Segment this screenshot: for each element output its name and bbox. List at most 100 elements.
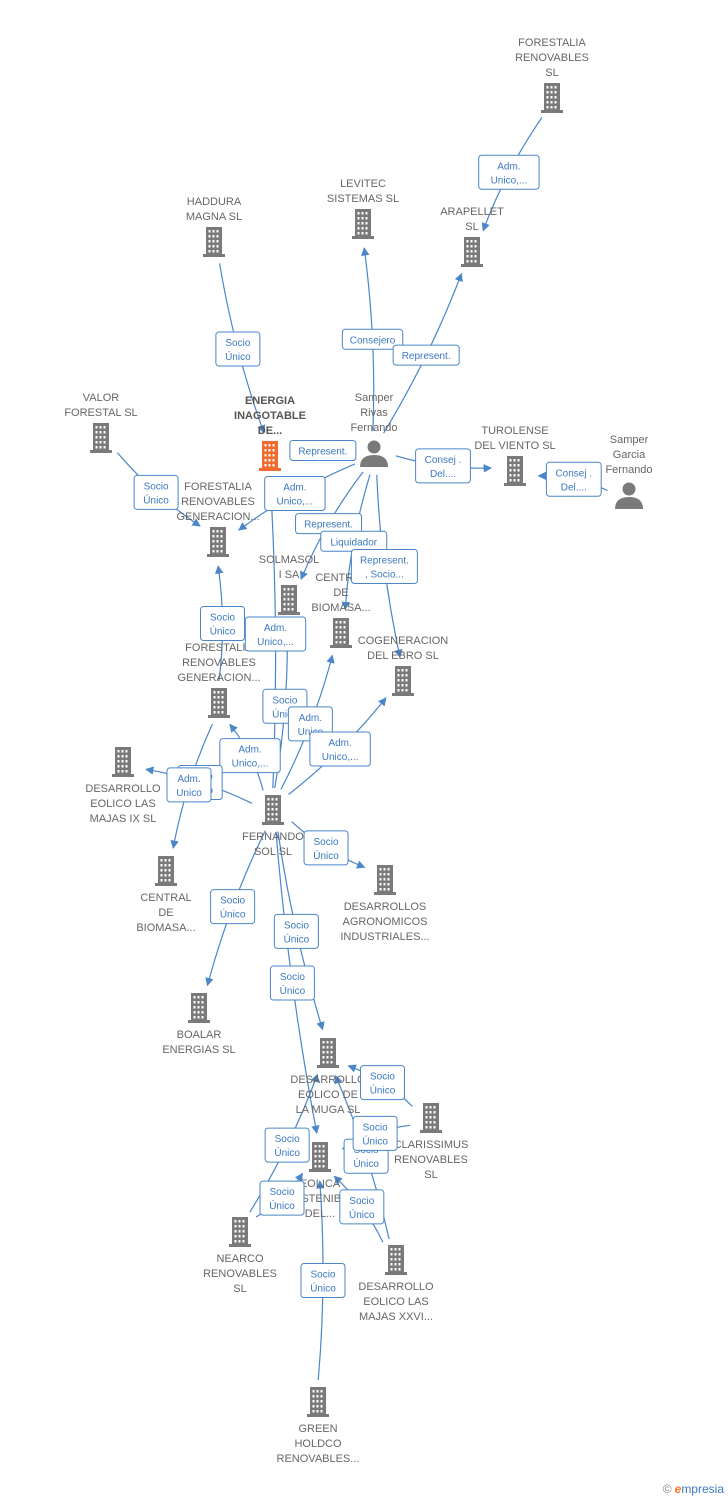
relation-label[interactable]: Represent. xyxy=(392,344,460,366)
node-label-line: I SA xyxy=(279,569,300,581)
relation-label[interactable]: Represent. xyxy=(289,439,357,461)
node-label-line: SISTEMAS SL xyxy=(327,193,399,205)
relation-label-text: Consej . xyxy=(425,455,462,466)
node-label-line: TUROLENSE xyxy=(481,425,548,437)
copyright-symbol: © xyxy=(662,1482,672,1496)
relation-label[interactable]: Adm.Unico,... xyxy=(478,154,540,190)
node-label-line: AGRONOMICOS xyxy=(343,916,428,928)
node-label-line: Garcia xyxy=(613,449,646,461)
relation-label-text: Socio xyxy=(310,1270,335,1281)
empresia-logo[interactable]: ©empresia xyxy=(663,1482,724,1496)
relation-label-text: Único xyxy=(353,1157,379,1170)
relation-label-text: Socio xyxy=(210,612,235,623)
node-forestalia-gen1[interactable]: FORESTALIARENOVABLESGENERACION... xyxy=(176,481,260,557)
relation-label-text: Adm. xyxy=(264,623,287,634)
node-label-line: DESARROLLO xyxy=(358,1281,434,1293)
relation-label[interactable]: Liquidador xyxy=(320,530,388,552)
building-icon xyxy=(278,585,300,615)
relation-label-text: Unico,... xyxy=(232,759,269,770)
node-label-line: ENERGIAS SL xyxy=(162,1044,235,1056)
relation-label[interactable]: Adm.Unico,... xyxy=(309,731,371,767)
node-energia[interactable]: ENERGIAINAGOTABLEDE... xyxy=(234,395,306,471)
node-forestalia-gen2[interactable]: FORESTALIARENOVABLESGENERACION... xyxy=(177,642,261,718)
building-icon xyxy=(208,688,230,718)
relation-label-box xyxy=(269,965,315,1001)
relation-label-text: Único xyxy=(310,1282,336,1295)
node-label-line: CENTRAL xyxy=(140,892,191,904)
node-green[interactable]: GREENHOLDCORENOVABLES... xyxy=(277,1387,360,1465)
relation-label[interactable]: Consej .Del.... xyxy=(545,461,602,497)
relation-label-box xyxy=(339,1189,385,1225)
relation-label-text: Socio xyxy=(272,695,297,706)
building-icon xyxy=(90,423,112,453)
building-icon xyxy=(309,1142,331,1172)
relation-label-text: Socio xyxy=(314,837,339,848)
relation-label[interactable]: Adm.Unico,... xyxy=(244,616,307,652)
node-label-line: BIOMASA... xyxy=(311,602,370,614)
relation-label[interactable]: Consej .Del.... xyxy=(415,448,471,484)
node-label-line: EOLICO DE xyxy=(298,1089,358,1101)
relation-label-text: Represent. xyxy=(298,446,347,457)
node-label-line: SL xyxy=(465,221,478,233)
node-label-line: MAJAS XXVI... xyxy=(359,1311,433,1323)
building-icon xyxy=(155,856,177,886)
node-label-line: RENOVABLES xyxy=(203,1268,277,1280)
relation-label[interactable]: Adm.Unico,... xyxy=(219,738,281,774)
node-central-bio1[interactable]: CENTRALDEBIOMASA... xyxy=(311,572,371,648)
building-icon xyxy=(259,441,281,471)
node-central-bio2[interactable]: CENTRALDEBIOMASA... xyxy=(136,856,196,934)
relation-label[interactable]: Represent., Socio... xyxy=(350,549,418,585)
relation-label-text: Único xyxy=(362,1134,388,1147)
building-icon xyxy=(420,1103,442,1133)
relation-label-text: Adm. xyxy=(283,483,306,494)
relation-label-text: Socio xyxy=(220,896,245,907)
relation-label[interactable]: Consejero xyxy=(341,328,404,350)
relation-label-text: , Socio... xyxy=(365,570,404,581)
node-label-line: GREEN xyxy=(298,1423,337,1435)
edge-labels-layer: Adm.Unico,...SocioÚnicoConsejeroRepresen… xyxy=(133,154,602,1299)
relation-label-box xyxy=(545,461,602,497)
node-label-line: RENOVABLES... xyxy=(277,1453,360,1465)
node-label-line: Fernando xyxy=(350,422,397,434)
relation-label[interactable]: Represent. xyxy=(295,513,363,535)
node-label-line: GENERACION... xyxy=(177,672,260,684)
relation-label[interactable]: Adm.Unico,... xyxy=(264,476,326,512)
node-label-line: CLARISSIMUS xyxy=(394,1139,469,1151)
building-icon xyxy=(385,1245,407,1275)
node-label-line: DEL EBRO SL xyxy=(367,650,439,662)
node-desarrollos-agro[interactable]: DESARROLLOSAGRONOMICOSINDUSTRIALES... xyxy=(340,865,430,943)
relation-label-box xyxy=(415,448,471,484)
relation-label[interactable]: Adm.Unico xyxy=(166,767,212,803)
node-label-line: SL xyxy=(545,67,558,79)
